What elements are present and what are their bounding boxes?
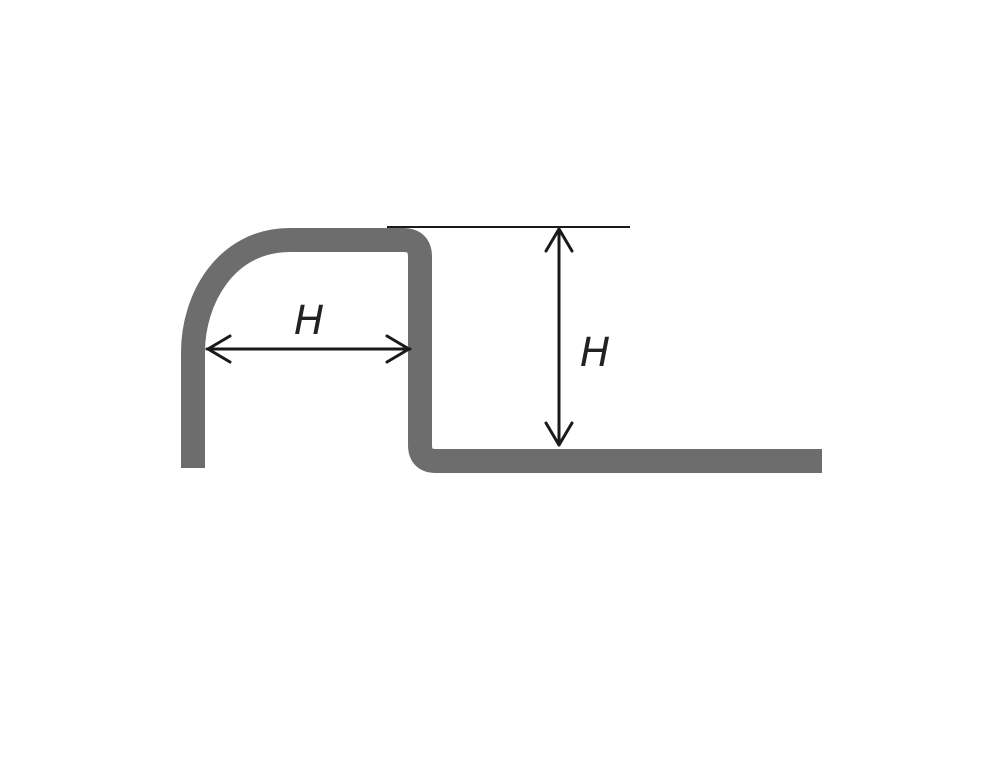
width-dimension-arrow	[205, 334, 412, 364]
height-dimension-label: H	[580, 330, 610, 376]
height-dimension-arrow	[544, 227, 574, 447]
profile-outline	[181, 228, 822, 473]
width-dimension-label: H	[294, 298, 324, 344]
